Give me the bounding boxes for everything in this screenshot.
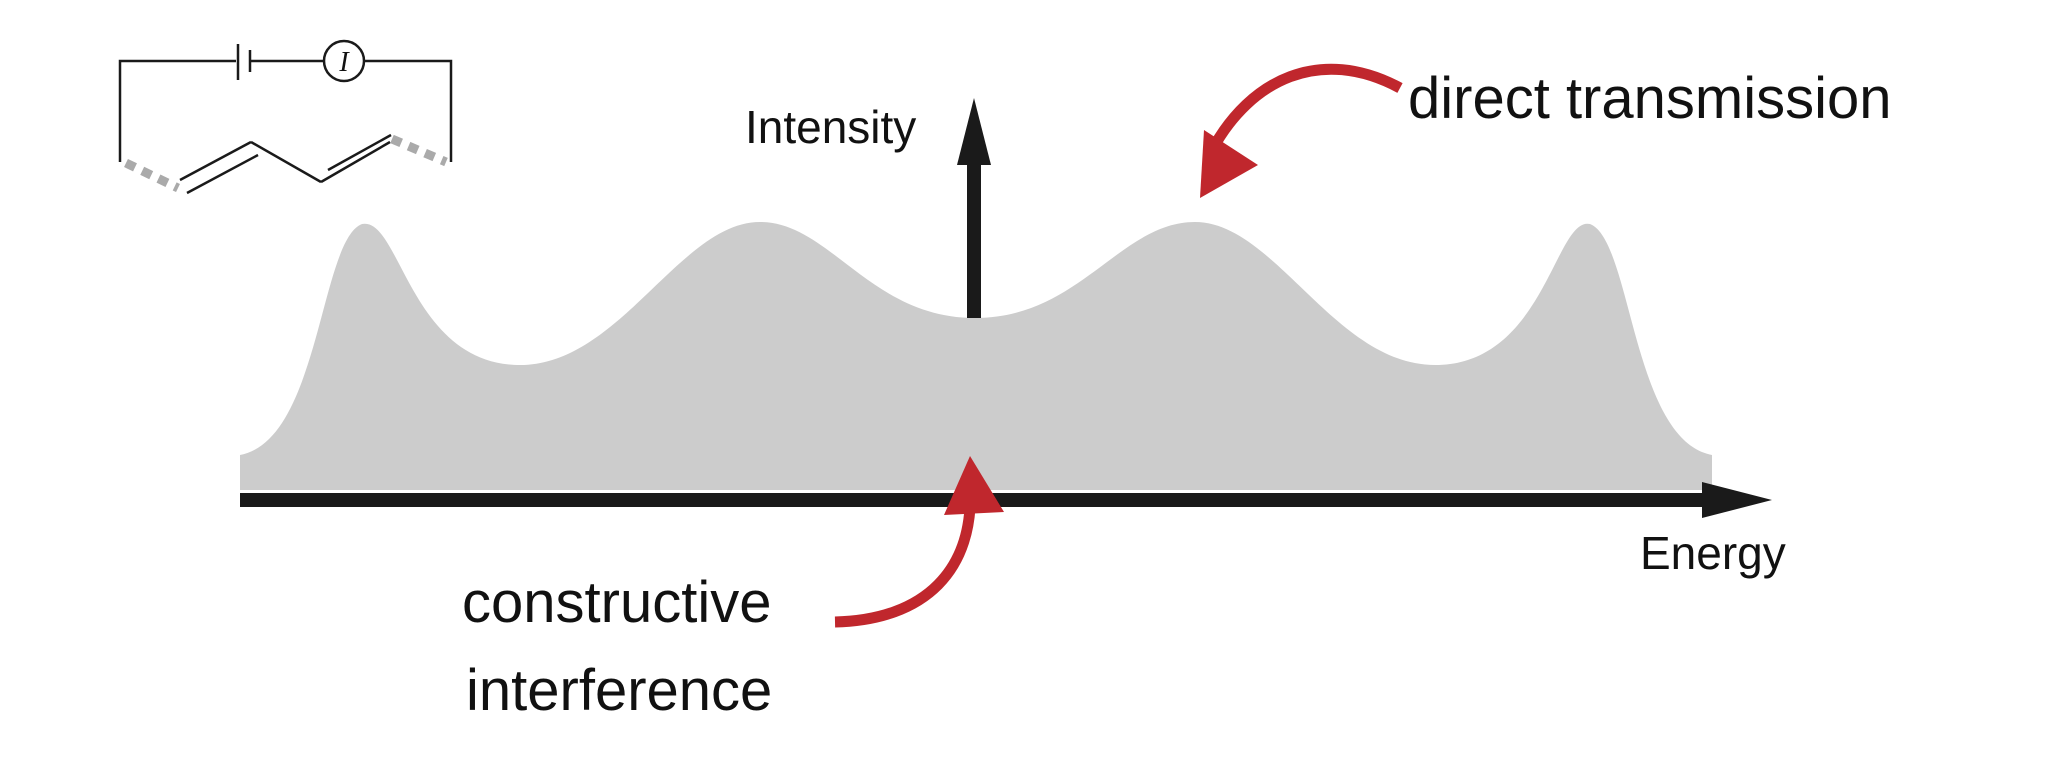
intensity-axis-line	[967, 160, 981, 318]
direct-transmission-arrowhead	[1200, 130, 1258, 198]
molecule-chain	[179, 133, 392, 195]
molecule-right-dotted-link	[390, 134, 448, 167]
interference-label: interference	[466, 658, 773, 723]
direct-transmission-arrow-shaft	[1207, 63, 1403, 153]
energy-axis-label: Energy	[1640, 527, 1786, 579]
molecule-left-dotted-link	[124, 158, 180, 193]
transmission-spectrum-area	[240, 222, 1712, 490]
circuit-schematic	[118, 39, 453, 162]
circuit-left-wire	[118, 59, 236, 162]
constructive-interference-arrow-shaft	[834, 484, 976, 628]
ammeter-symbol: I	[338, 47, 350, 78]
energy-axis-arrowhead	[1702, 482, 1772, 518]
circuit-right-wire	[364, 59, 453, 162]
intensity-axis-label: Intensity	[745, 101, 917, 153]
intensity-axis-arrowhead	[957, 98, 991, 165]
constructive-label: constructive	[462, 570, 772, 635]
direct-transmission-label: direct transmission	[1408, 66, 1892, 131]
constructive-interference-arrowhead	[944, 456, 1004, 515]
